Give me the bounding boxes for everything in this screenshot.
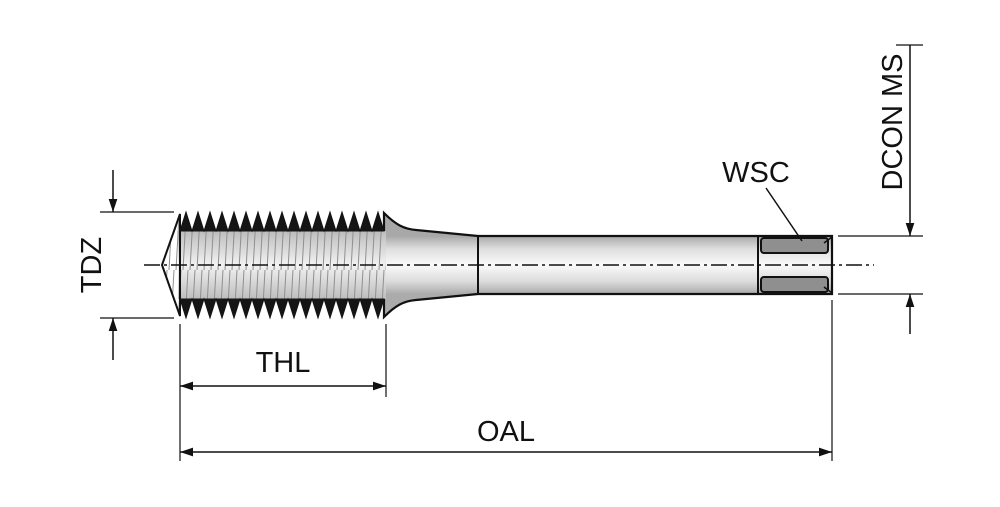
square-chamfer-bottom xyxy=(823,286,833,294)
square-chamfer-top xyxy=(823,236,833,244)
wsc-leader-line xyxy=(765,187,803,242)
dimension-tdz: TDZ xyxy=(76,170,174,360)
label-wsc: WSC xyxy=(722,157,790,189)
label-thl: THL xyxy=(256,347,311,379)
label-dcon-ms: DCON MS xyxy=(877,54,909,191)
dimension-thl: THL xyxy=(179,324,387,461)
thread-teeth-bottom xyxy=(179,297,385,320)
thread-teeth-top xyxy=(179,210,385,233)
square-drive xyxy=(757,236,833,294)
tap-body xyxy=(144,210,874,320)
dimension-dcon: DCON MS xyxy=(838,44,923,334)
dimension-oal: OAL xyxy=(180,300,833,461)
square-flat-top xyxy=(760,237,829,254)
square-flat-bottom xyxy=(760,276,829,293)
callout-wsc: WSC xyxy=(722,157,803,242)
label-oal: OAL xyxy=(477,416,535,448)
label-tdz: TDZ xyxy=(76,237,108,293)
